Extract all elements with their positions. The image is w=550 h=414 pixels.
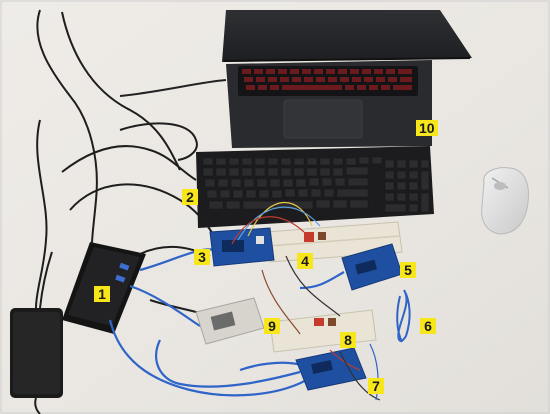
label-1: 1: [94, 286, 110, 302]
label-8: 8: [340, 332, 356, 348]
arduino-board-bottom: [295, 347, 367, 391]
label-3: 3: [194, 249, 210, 265]
laptop-keys: [242, 69, 412, 90]
jumper-wires: [231, 201, 381, 401]
arduino-mega-right: [341, 243, 403, 291]
label-5: 5: [400, 262, 416, 278]
power-adapter: [10, 308, 63, 398]
laptop: [119, 10, 472, 148]
arduino-board-top: [209, 227, 275, 267]
mouse: [481, 167, 529, 235]
label-10: 10: [416, 120, 438, 136]
keyboard: [196, 146, 434, 228]
coiled-cable: [396, 289, 411, 343]
hub-to-adapter-cable: [39, 251, 53, 309]
black-cables: [34, 9, 217, 414]
label-7: 7: [368, 378, 384, 394]
label-2: 2: [182, 189, 198, 205]
label-6: 6: [420, 318, 436, 334]
label-4: 4: [297, 253, 313, 269]
label-9: 9: [264, 318, 280, 334]
laptop-touchpad: [283, 99, 363, 139]
